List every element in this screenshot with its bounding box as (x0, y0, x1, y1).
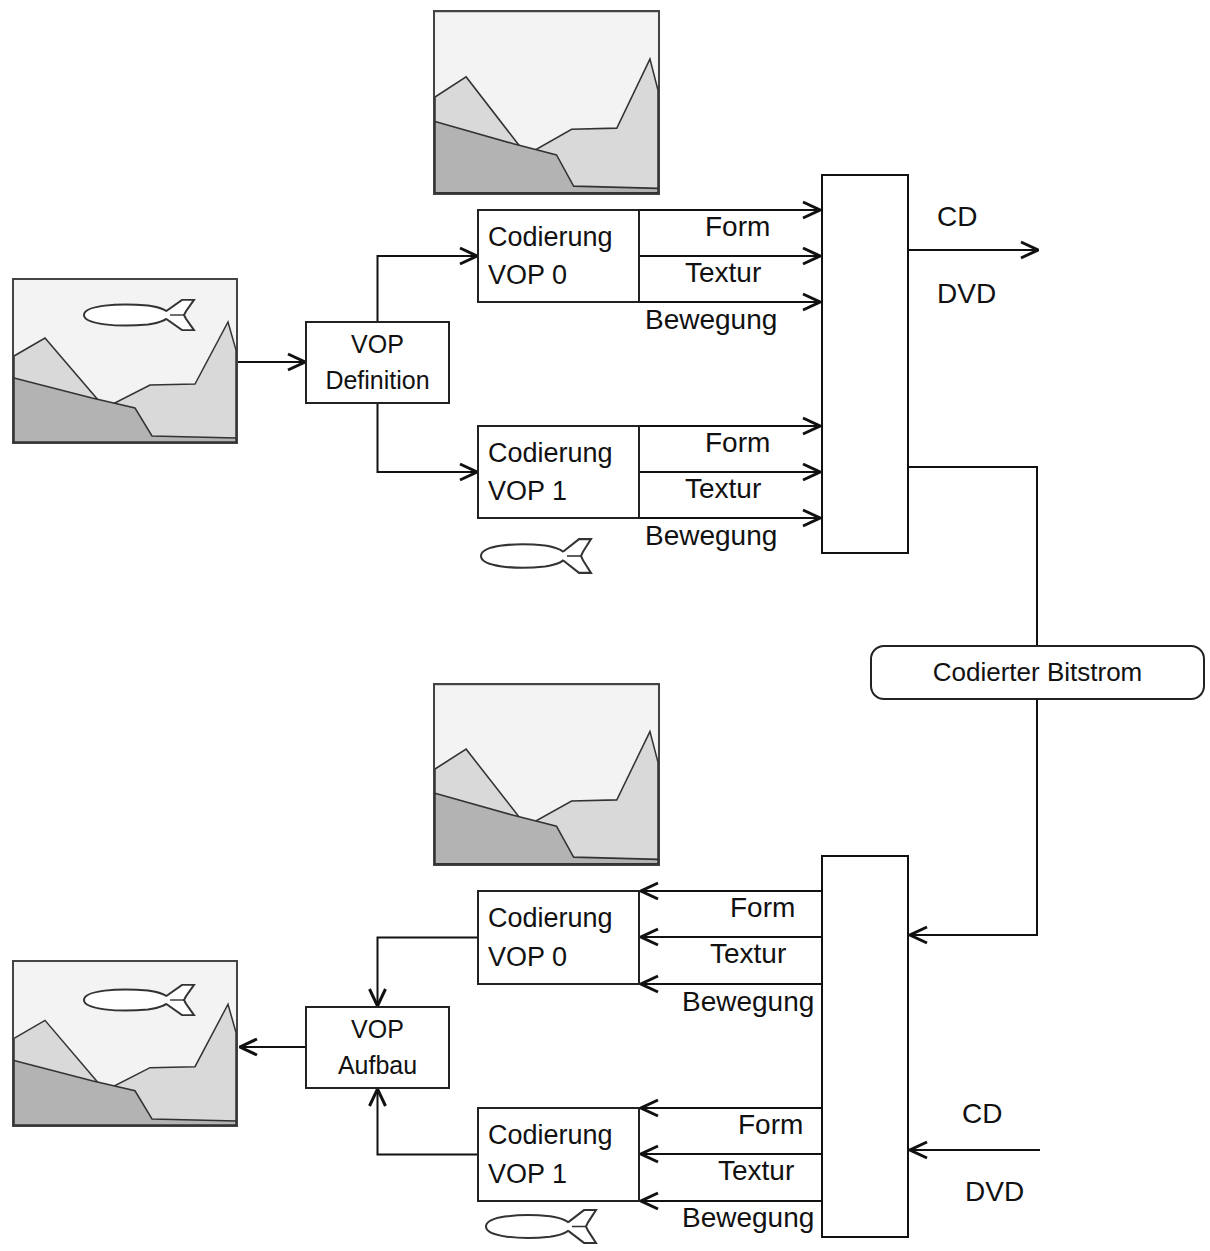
bitstream-box: Codierter Bitstrom (870, 645, 1205, 700)
signal-arrow (640, 255, 820, 257)
node-text: Codierung VOP 1 (488, 1116, 629, 1193)
media-arrow (908, 249, 1038, 251)
signal-label: Textur (718, 1157, 794, 1185)
media-label: CD (937, 203, 977, 231)
blimp-figure (84, 985, 194, 1015)
node-text: Codierung VOP 0 (488, 218, 629, 295)
signal-arrow (641, 890, 822, 892)
node-text: Codierung VOP 0 (488, 899, 629, 976)
media-label: CD (962, 1100, 1002, 1128)
decoder-box: Codierung VOP 0 (477, 890, 640, 985)
process-box: VOP Aufbau (305, 1006, 450, 1089)
output-frame (13, 961, 237, 1126)
process-box: VOP Definition (305, 321, 450, 404)
connector-arrow (378, 256, 478, 321)
connector-arrow (378, 938, 478, 1007)
decoder-box: Codierung VOP 1 (477, 1107, 640, 1202)
connector-arrow (378, 1089, 478, 1155)
encoder-box: Codierung VOP 1 (477, 425, 640, 519)
node-text: Codierung VOP 1 (488, 434, 629, 511)
media-label: DVD (965, 1178, 1024, 1206)
node-text: VOP Definition (316, 327, 439, 398)
background-frame (434, 11, 659, 194)
blimp-figure (481, 539, 591, 573)
connector-arrow (378, 404, 478, 472)
signal-label: Bewegung (645, 306, 777, 334)
signal-arrow (641, 936, 822, 938)
signal-arrow (641, 1153, 822, 1155)
signal-label: Bewegung (682, 1204, 814, 1232)
input-frame (13, 279, 237, 443)
media-label: DVD (937, 280, 996, 308)
encoder-box: Codierung VOP 0 (477, 209, 640, 303)
blimp-figure (84, 300, 194, 330)
signal-label: Form (730, 894, 795, 922)
input-arrow (238, 361, 305, 363)
signal-label: Textur (685, 259, 761, 287)
demultiplexer-block (822, 856, 908, 1237)
signal-arrow (641, 1200, 822, 1202)
signal-arrow (640, 301, 820, 303)
signal-arrow (641, 1107, 822, 1109)
media-arrow (910, 1149, 1040, 1151)
signal-label: Form (705, 429, 770, 457)
background-frame (434, 684, 659, 865)
output-arrow (240, 1046, 305, 1048)
blimp-figure (486, 1210, 596, 1243)
signal-arrow (640, 517, 820, 519)
signal-arrow (640, 425, 820, 427)
signal-label: Form (738, 1111, 803, 1139)
node-text: Codierter Bitstrom (933, 654, 1143, 691)
signal-arrow (641, 983, 822, 985)
signal-label: Bewegung (645, 522, 777, 550)
signal-label: Textur (710, 940, 786, 968)
node-text: VOP Aufbau (316, 1012, 439, 1083)
signal-arrow (640, 471, 820, 473)
bitstream-wire (908, 467, 1037, 935)
signal-arrow (640, 209, 820, 211)
signal-label: Textur (685, 475, 761, 503)
signal-label: Bewegung (682, 988, 814, 1016)
multiplexer-block (822, 175, 908, 553)
signal-label: Form (705, 213, 770, 241)
